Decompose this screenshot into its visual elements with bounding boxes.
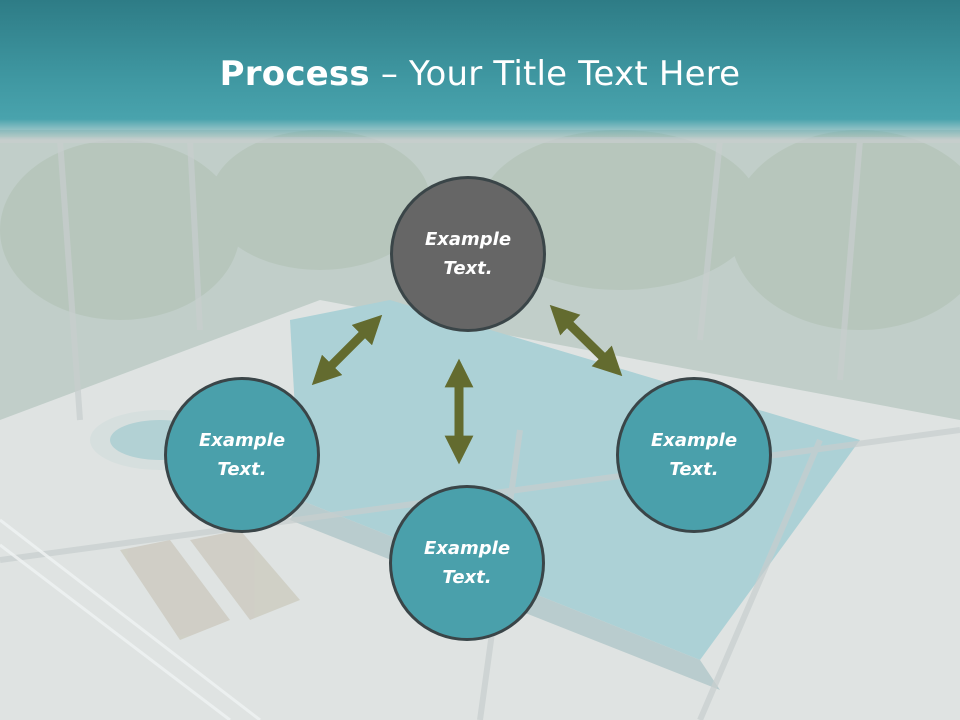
title-rest: Your Title Text Here	[409, 54, 741, 94]
node-top-text: Example Text.	[424, 229, 512, 279]
process-node-top[interactable]: Example Text.	[390, 176, 546, 332]
node-left-text: Example Text.	[198, 430, 286, 480]
process-node-right[interactable]: Example Text.	[616, 377, 772, 533]
node-right-text: Example Text.	[650, 430, 738, 480]
process-node-bottom[interactable]: Example Text.	[389, 485, 545, 641]
arrow-top-left	[311, 314, 383, 386]
arrow-top-right	[549, 304, 623, 377]
title-band	[0, 0, 960, 140]
node-bottom-text: Example Text.	[423, 538, 511, 588]
title-strong: Process	[219, 54, 370, 94]
slide-title[interactable]: Process – Your Title Text Here	[0, 52, 960, 96]
title-separator: –	[369, 54, 410, 94]
process-node-left[interactable]: Example Text.	[164, 377, 320, 533]
